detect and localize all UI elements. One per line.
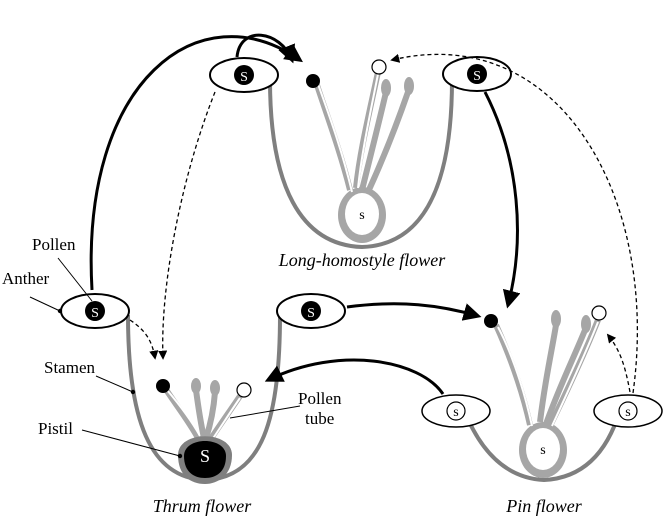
pollen-grain-thrum-left: S [60,293,130,329]
stigma-white-thrum [236,382,252,398]
allele-s-long-homostyle: s [359,208,364,223]
arrow-lh-to-pin [483,91,521,309]
ovary-thrum [184,441,226,478]
allele-S-thrum: S [200,446,210,466]
allele-S-lh-left: S [240,70,248,85]
allele-s-pin: s [540,443,545,458]
pollen-grain-pin-right: s [593,394,663,428]
long-homostyle-flower-label: Long-homostyle flower [278,250,446,270]
pollen-grain-pin-left: s [421,394,491,428]
arrow-thrum-to-pin [346,302,482,321]
pollen-tube-pointer [229,405,301,419]
allele-s-pin-right: s [625,405,630,420]
pollen-tube-label-line1: Pollen [298,389,342,408]
stamen-pointer [95,375,134,393]
pollen-grain-lh-right: S [442,56,512,92]
arrow-pin-to-lh-dashed [390,53,638,394]
pistil-long-homostyle [313,81,353,191]
allele-S-thrum-right: S [307,306,315,321]
stigma-white-pin [591,305,607,321]
pollen-pointer [57,257,93,302]
pistil-thrum [162,386,201,440]
pin-flower: s [462,305,622,483]
thrum-flower: S [126,314,282,484]
arrow-lh-to-thrum-dashed [158,91,216,360]
allele-S-lh-right: S [473,69,481,84]
allele-S-thrum-left: S [91,306,99,321]
pistil-pin [493,323,533,426]
anther-label: Anther [2,269,50,288]
stamen-long-homostyle-1 [359,91,389,191]
pollen-grain-thrum-right: S [276,293,346,329]
stamen-label: Stamen [44,358,95,377]
stamen-long-homostyle-2 [365,91,411,194]
stigma-black-pin [484,314,498,328]
arrow-thrum-to-long-homostyle [89,35,303,291]
arrow-pin-to-thrum [264,358,445,395]
pollen-tube-label-line2: tube [305,409,334,428]
allele-s-pin-left: s [453,405,458,420]
arrow-thrum-self-dashed [129,319,159,360]
corolla-long-homostyle [268,79,454,250]
arrow-pin-self-dashed [606,333,631,393]
pin-flower-label: Pin flower [505,496,582,516]
anther-pointer [29,296,61,312]
pollen-grain-lh-left: S [209,57,279,93]
stigma-white-long-homostyle [371,59,387,75]
corolla-pin [462,409,622,483]
pistil-pointer [81,429,181,457]
stigma-black-long-homostyle [306,74,320,88]
pollen-label: Pollen [32,235,76,254]
ovary-long-homostyle: s [338,187,386,243]
stigma-black-thrum [156,379,170,393]
arrow-lh-self [235,33,295,64]
thrum-flower-label: Thrum flower [153,496,253,516]
long-homostyle-flower: s [268,59,454,250]
pistil-label: Pistil [38,419,73,438]
